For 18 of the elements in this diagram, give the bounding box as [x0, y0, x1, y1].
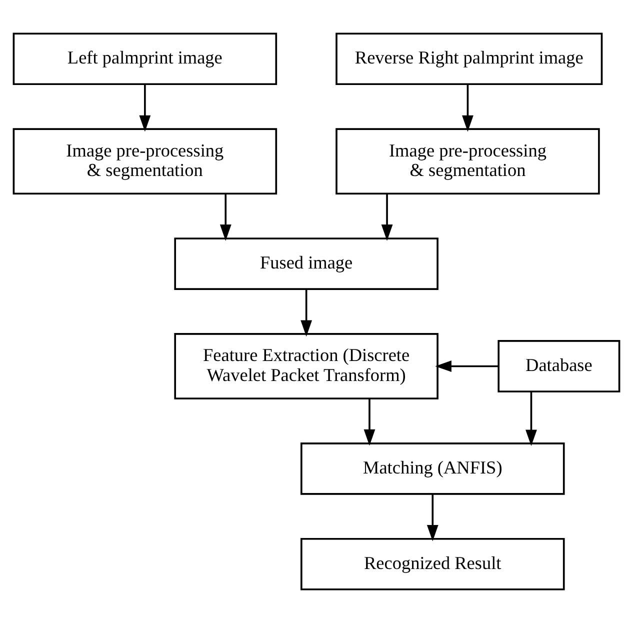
node-box: Left palmprint image [12, 32, 278, 86]
node-box: Matching (ANFIS) [300, 442, 565, 495]
node-box: Feature Extraction (Discrete Wavelet Packet Transform) [174, 333, 438, 400]
arrow [462, 84, 474, 132]
node-box: Image pre-processing & segmentation [12, 128, 278, 195]
node-box: Database [498, 340, 620, 392]
arrow [220, 194, 232, 241]
arrow [139, 84, 151, 132]
node-box: Image pre-processing & segmentation [336, 128, 600, 195]
node-box: Reverse Right palmprint image [336, 32, 603, 86]
node-box: Recognized Result [300, 538, 565, 590]
arrow [526, 392, 537, 446]
arrow [435, 360, 498, 372]
arrow [426, 494, 438, 542]
node-box: Fused image [174, 238, 438, 290]
arrow [364, 398, 376, 446]
arrow [381, 194, 393, 241]
arrow [300, 289, 312, 337]
